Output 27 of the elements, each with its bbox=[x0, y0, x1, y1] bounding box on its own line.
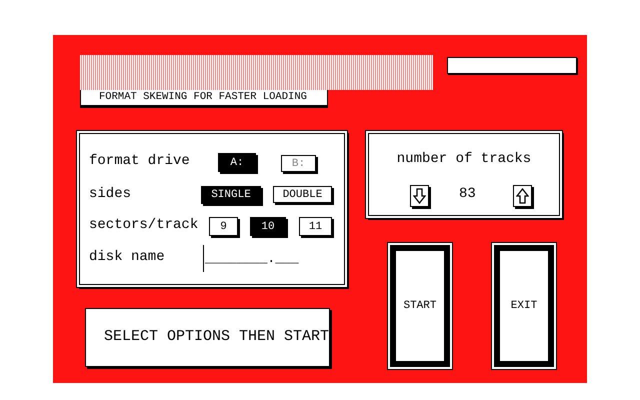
status-box bbox=[85, 308, 330, 367]
option-button: DOUBLE bbox=[273, 186, 332, 203]
status-message: SELECT OPTIONS THEN START bbox=[104, 328, 330, 345]
option-label: format drive bbox=[89, 153, 190, 169]
input-field bbox=[203, 245, 298, 272]
option-button: 11 bbox=[299, 217, 332, 236]
info-box bbox=[447, 57, 577, 74]
option-label: disk name bbox=[89, 249, 165, 265]
options-panel bbox=[77, 131, 347, 287]
selected-option-button: 10 bbox=[250, 217, 286, 236]
increment-button bbox=[513, 185, 532, 207]
input-placeholder: ________.___ bbox=[205, 251, 299, 266]
tracks-panel bbox=[366, 131, 562, 218]
selected-option-button: SINGLE bbox=[201, 186, 261, 204]
disabled-option-button: B: bbox=[281, 155, 316, 172]
subtitle-bar bbox=[80, 90, 328, 106]
subtitle-text: FORMAT SKEWING FOR FASTER LOADING bbox=[99, 91, 307, 103]
selected-option-button: A: bbox=[218, 153, 256, 172]
option-label: sides bbox=[89, 186, 132, 202]
action-button: EXIT bbox=[494, 245, 554, 367]
title-banner bbox=[80, 55, 433, 90]
decrement-button bbox=[410, 185, 429, 207]
track-count: 83 bbox=[459, 186, 476, 202]
action-button: START bbox=[390, 245, 450, 367]
option-label: sectors/track bbox=[89, 217, 198, 233]
panel-heading: number of tracks bbox=[396, 151, 532, 167]
option-button: 9 bbox=[209, 217, 238, 236]
